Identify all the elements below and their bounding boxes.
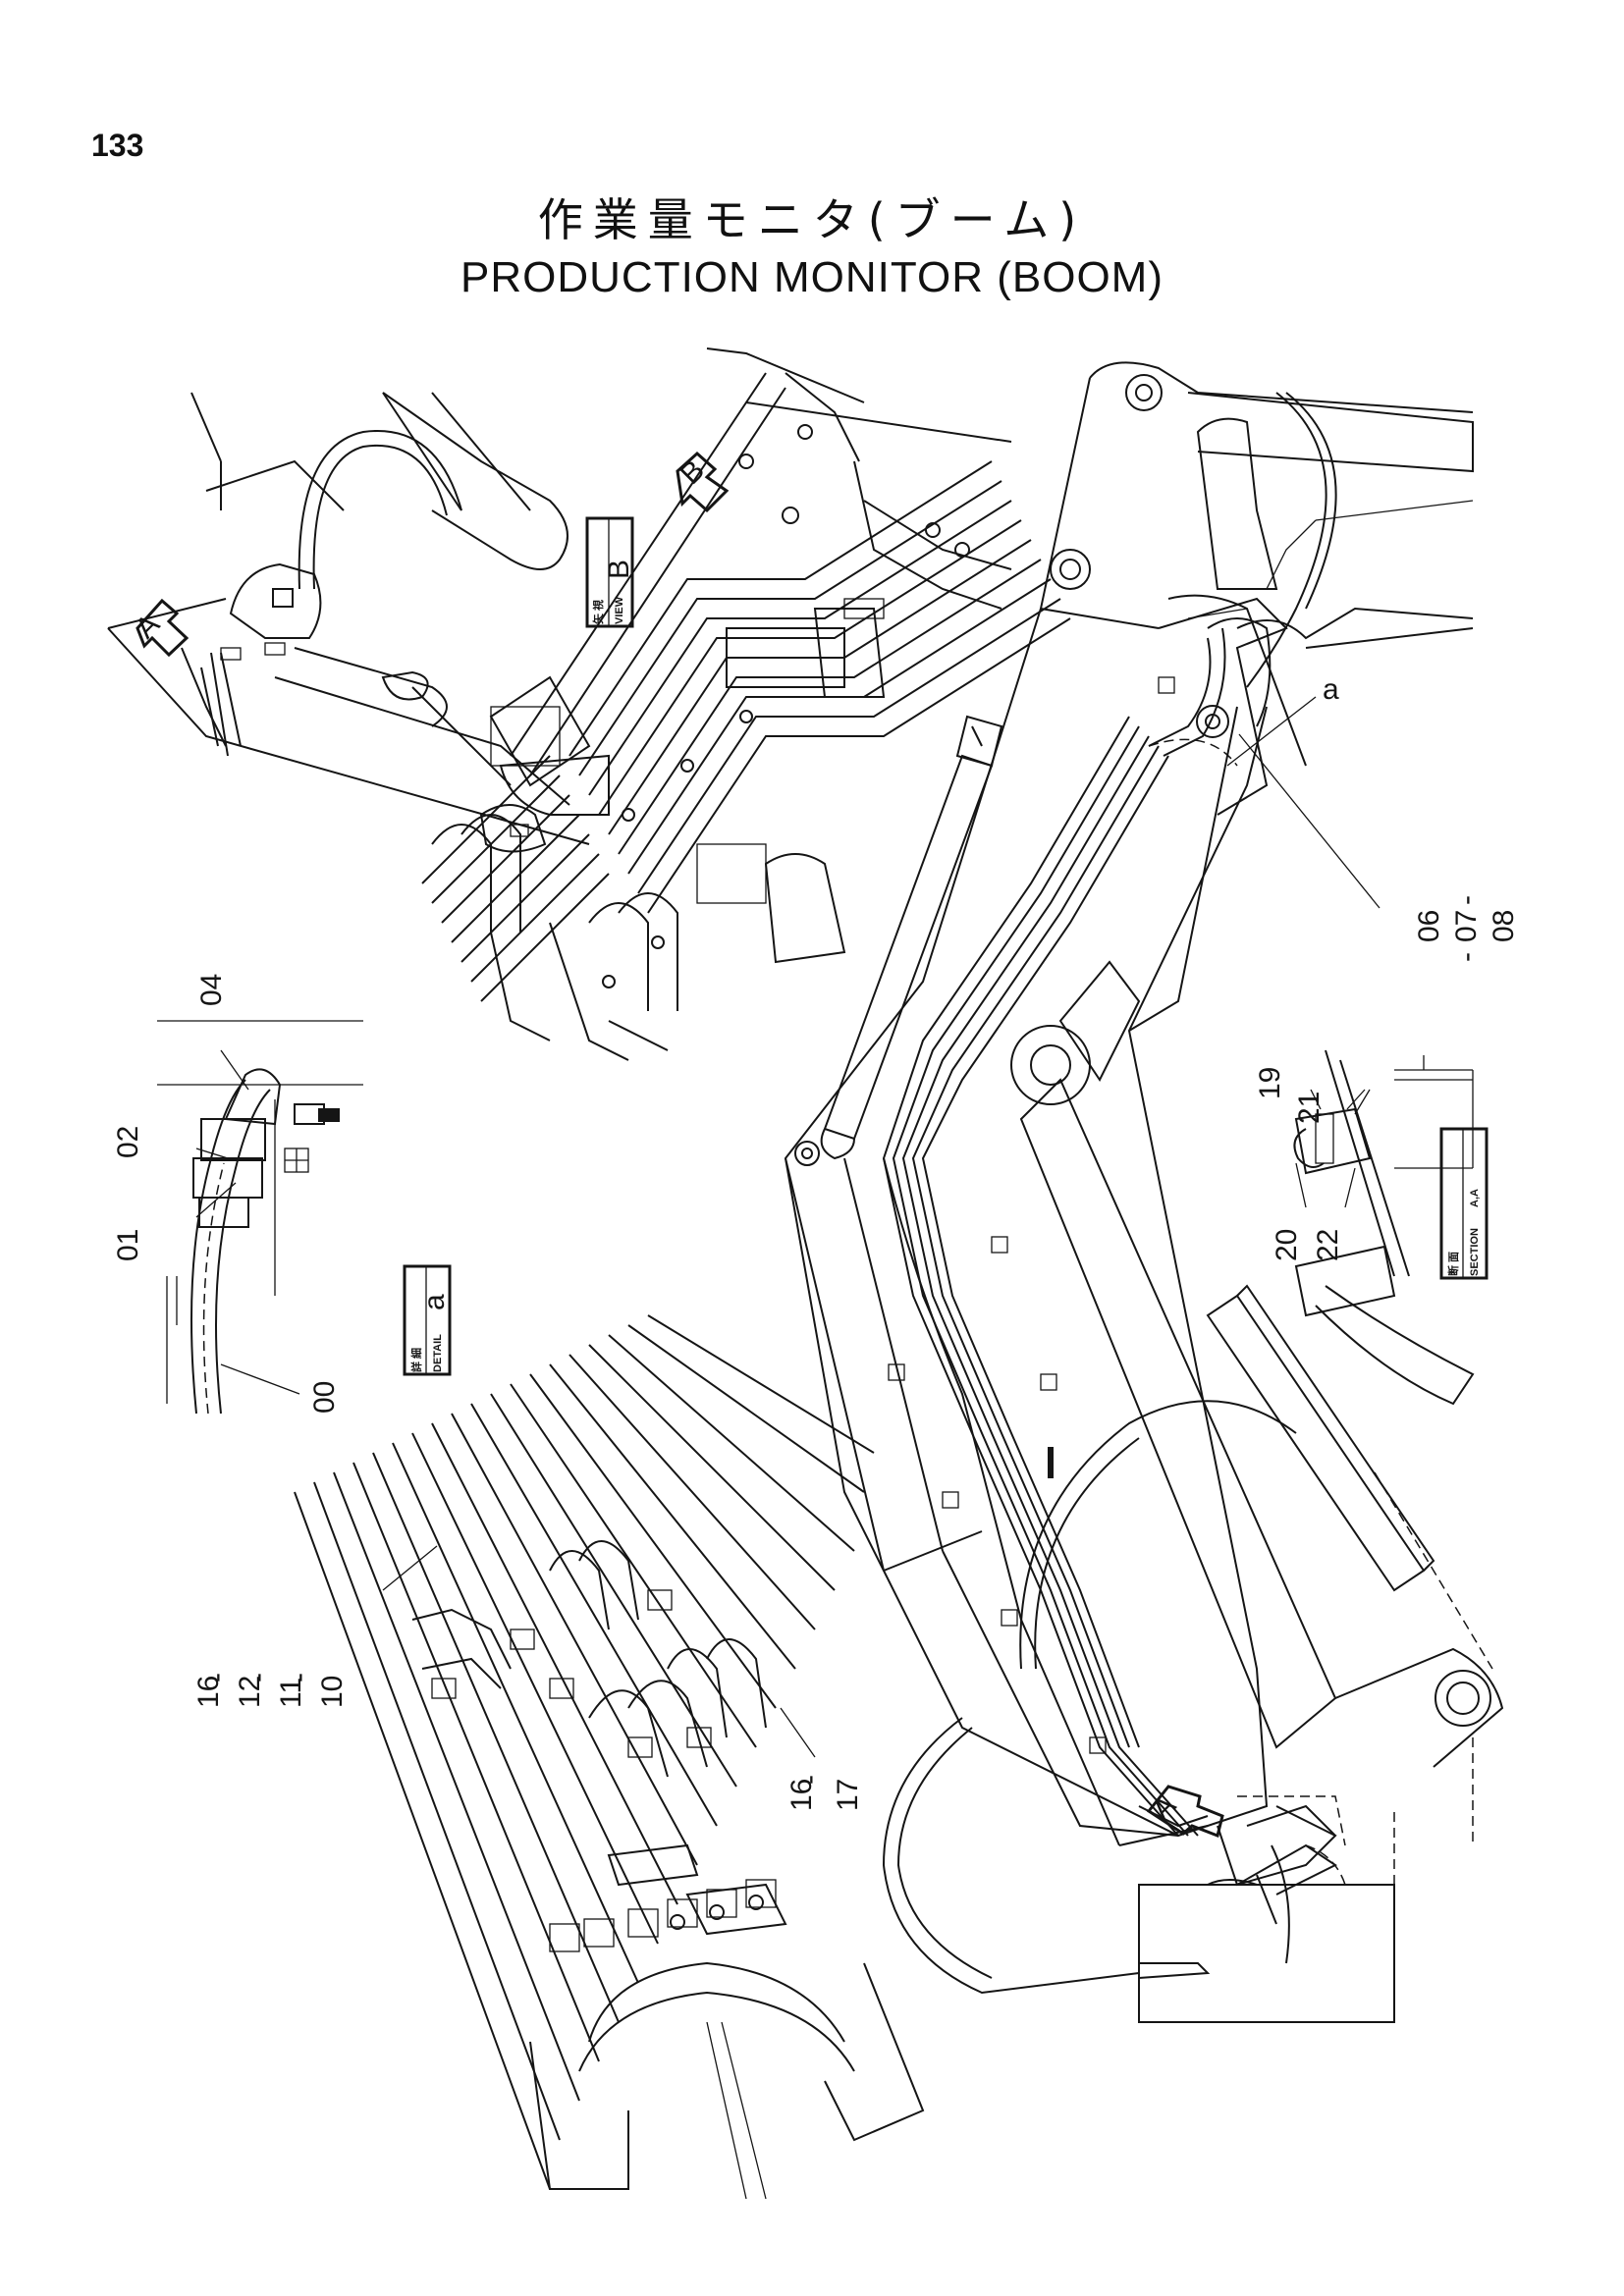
callout-00: 00 [308, 1381, 341, 1414]
callout-dash-3: - [283, 1673, 315, 1682]
detail-a-letter: a [418, 1294, 451, 1310]
section-a-a-letter: A,A [1469, 1189, 1481, 1207]
detail-a-jp: 詳 細 [409, 1348, 423, 1372]
view-b-letter: B [603, 560, 635, 579]
callout-16-right: 16 [785, 1779, 818, 1811]
callout-07: 07 [1450, 910, 1483, 942]
detail-a-en: DETAIL [432, 1334, 444, 1372]
arrow-a-top-label: A [130, 608, 166, 644]
callout-08: 08 [1488, 910, 1520, 942]
view-b-label-box [585, 516, 634, 628]
callout-dash-5: - [1450, 895, 1483, 905]
callout-dash-2: - [242, 1673, 274, 1682]
callout-dash-4: - [793, 1775, 826, 1785]
boom-main-drawing [784, 361, 1504, 2023]
hose-routing-detail-drawing [294, 1314, 925, 2200]
view-a-frame-drawing [107, 392, 590, 853]
callout-04: 04 [195, 974, 228, 1006]
callout-a: a [1323, 673, 1339, 706]
view-b-en: VIEW [614, 596, 625, 624]
callout-11: 11 [275, 1678, 307, 1708]
view-b-drawing [421, 347, 1071, 1061]
page-number: 133 [91, 128, 144, 163]
title-japanese: 作業量モニタ(ブーム) [537, 193, 1087, 246]
title-english: PRODUCTION MONITOR (BOOM) [460, 253, 1164, 301]
callout-10: 10 [316, 1676, 349, 1708]
callout-02: 02 [112, 1126, 144, 1158]
detail-a-label-box [403, 1264, 452, 1376]
callout-01: 01 [112, 1229, 144, 1261]
section-a-a-drawing [1293, 1049, 1474, 1277]
section-a-a-en: SECTION [1469, 1228, 1481, 1276]
callout-20: 20 [1271, 1229, 1303, 1261]
callout-dash-6: - [1450, 952, 1483, 962]
callout-17: 17 [832, 1779, 864, 1811]
callout-21: 21 [1293, 1092, 1326, 1124]
callout-22: 22 [1312, 1229, 1344, 1261]
callout-06: 06 [1413, 910, 1445, 942]
detail-a-connector-drawing [157, 1020, 363, 1415]
callout-19: 19 [1254, 1067, 1286, 1099]
view-b-jp: 矢 視 [591, 600, 605, 624]
section-a-a-label-box [1439, 1127, 1489, 1280]
callout-16-left: 16 [192, 1676, 225, 1708]
callout-12: 12 [234, 1676, 266, 1708]
section-a-a-jp: 断 面 [1446, 1252, 1460, 1276]
callout-dash-1: - [200, 1673, 233, 1682]
